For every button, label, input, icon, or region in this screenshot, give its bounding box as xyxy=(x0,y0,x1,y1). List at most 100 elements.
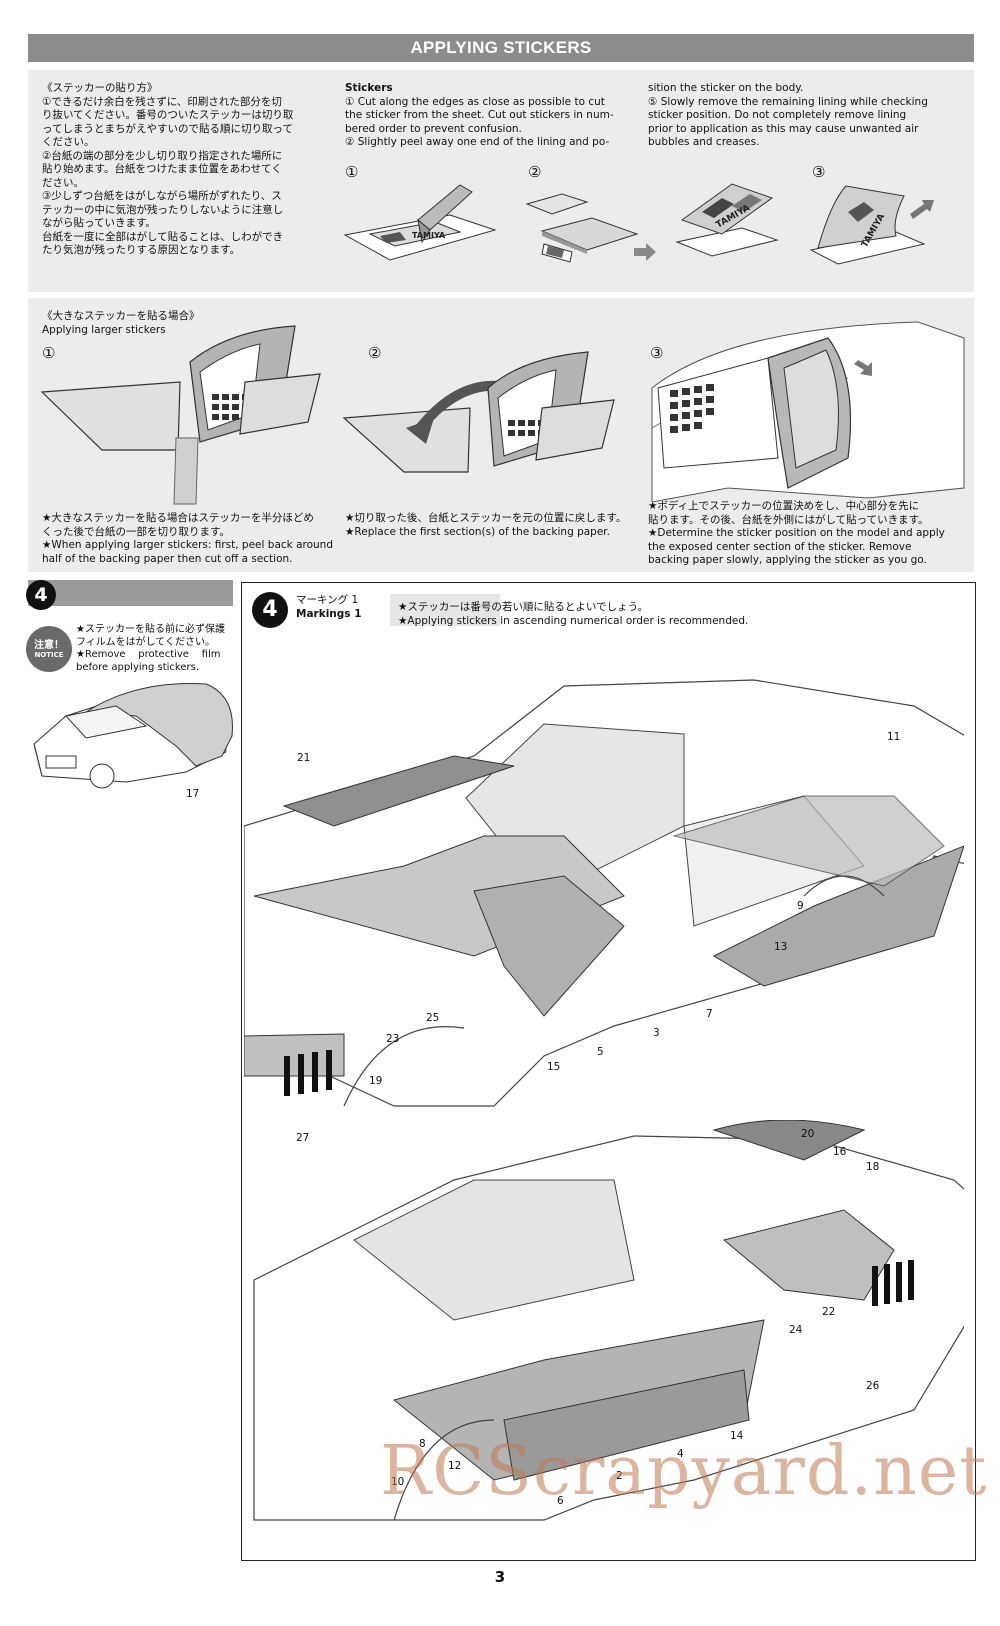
large-caption-jp: 貼ります。その後、台紙を外側にはがして貼っていきます。 xyxy=(648,513,929,526)
notice-en-line: before applying stickers. xyxy=(76,661,200,673)
callout-22: 22 xyxy=(822,1306,836,1318)
stickers-jp-line: ってしまうとまちがえやすいので貼る順に切り取って xyxy=(42,122,293,135)
large-step-1: ① xyxy=(42,344,56,362)
callout-12: 12 xyxy=(448,1460,462,1472)
callout-21: 21 xyxy=(297,752,311,764)
markings-badge: 4 xyxy=(252,592,288,628)
stickers-en-line: bubbles and creases. xyxy=(648,136,760,148)
step4-left-bar xyxy=(28,580,233,606)
stickers-jp-line: ③少しずつ台紙をはがしながら場所がずれたり、ス xyxy=(42,190,282,202)
callout-3: 3 xyxy=(653,1027,660,1039)
large-step-3: ③ xyxy=(650,344,664,362)
markings-jp-note: ★ステッカーは番号の若い順に貼るとよいでしょう。 xyxy=(398,601,648,613)
large-stickers-en-heading: Applying larger stickers xyxy=(42,323,166,336)
markings-note: ★ステッカーは番号の若い順に貼るとよいでしょう。 ★Applying stick… xyxy=(398,601,958,628)
large-stickers-heading: 《大きなステッカーを貼る場合》 Applying larger stickers xyxy=(42,310,342,337)
sticker-apply-illustration: TAMIYA xyxy=(675,183,779,257)
stickers-en-col2: sition the sticker on the body. ⑤ Slowly… xyxy=(648,82,968,150)
notice-badge: 注意！ NOTICE xyxy=(26,626,72,672)
callout-4: 4 xyxy=(677,1448,684,1460)
watermark: RCScrapyard.net xyxy=(380,1432,988,1511)
sticker-cut-illustration: TAMIYA xyxy=(343,184,497,261)
callout-13: 13 xyxy=(774,941,788,953)
car-top-illustration xyxy=(244,679,964,1107)
stickers-jp-line: ②台紙の端の部分を少し切り取り指定された場所に xyxy=(42,149,283,162)
stickers-en-line: bered order to prevent confusion. xyxy=(345,122,522,135)
markings-en-title: Markings 1 xyxy=(296,607,362,620)
stickers-jp-line: 貼り始めます。台紙をつけたまま位置をあわせてく xyxy=(42,163,282,175)
callout-23: 23 xyxy=(386,1033,400,1045)
stickers-jp-line: 台紙を一度に全部はがして貼ることは、しわができ xyxy=(42,230,284,243)
callout-10: 10 xyxy=(391,1476,405,1488)
callout-17: 17 xyxy=(186,788,200,800)
callout-9: 9 xyxy=(797,900,804,912)
stickers-jp-line: ①できるだけ余白を残さずに、印刷された部分を切 xyxy=(42,95,282,108)
markings-en-note: ★Applying stickers in ascending numerica… xyxy=(398,614,749,627)
markings-title: マーキング 1 Markings 1 xyxy=(296,594,362,621)
stickers-en-col1: Stickers ① Cut along the edges as close … xyxy=(345,82,645,150)
step4-left-number: 4 xyxy=(34,584,48,606)
callout-2: 2 xyxy=(616,1470,623,1482)
large-caption-en: half of the backing paper then cut off a… xyxy=(42,552,293,565)
callout-19: 19 xyxy=(369,1075,383,1087)
stickers-en-line: ② Slightly peel away one end of the lini… xyxy=(345,136,610,148)
stickers-panel xyxy=(28,70,974,292)
sticker-step-1: ① xyxy=(345,163,359,181)
car-bottom-illustration xyxy=(253,1120,964,1521)
notice-jp-line: ★ステッカーを貼る前に必ず保護 xyxy=(76,624,225,635)
large-caption-en: ★When applying larger stickers: first, p… xyxy=(42,539,333,551)
notice-en: NOTICE xyxy=(34,651,64,659)
callout-27: 27 xyxy=(296,1132,310,1144)
callout-11: 11 xyxy=(887,731,901,743)
callout-25: 25 xyxy=(426,1012,440,1024)
callout-20: 20 xyxy=(801,1128,815,1140)
large-caption-en: the exposed center section of the sticke… xyxy=(648,540,912,553)
callout-5: 5 xyxy=(597,1046,604,1058)
large-caption-jp: くった後で台紙の一部を切り取ります。 xyxy=(42,525,230,538)
large-caption-jp: ★切り取った後、台紙とステッカーを元の位置に戻します。 xyxy=(345,512,627,524)
step4-left-badge: 4 xyxy=(26,580,56,610)
callout-7: 7 xyxy=(706,1008,713,1020)
large-caption-3: ★ボディ上でステッカーの位置決めをし、中心部分を先に 貼ります。その後、台紙を外… xyxy=(648,500,970,568)
large-caption-en: ★Determine the sticker position on the m… xyxy=(648,527,945,539)
stickers-jp-line: ながら貼っていきます。 xyxy=(42,217,156,229)
sticker-step-2: ② xyxy=(528,163,542,181)
stickers-en-heading: Stickers xyxy=(345,82,393,94)
stickers-jp-line: たり気泡が残ったりする原因となります。 xyxy=(42,244,241,256)
large-caption-jp: ★大きなステッカーを貼る場合はステッカーを半分ほどめ xyxy=(42,512,314,524)
stickers-en-line: the sticker from the sheet. Cut out stic… xyxy=(345,109,614,121)
stickers-jp-text: 《ステッカーの貼り方》 ①できるだけ余白を残さずに、印刷された部分を切 り抜いて… xyxy=(42,82,334,258)
stickers-jp-line: テッカーの中に気泡が残ったりしないように注意し xyxy=(42,203,284,216)
large-sticker-replace-illustration xyxy=(342,351,615,473)
notice-jp-line: フィルムをはがしてください。 xyxy=(76,636,215,648)
stickers-jp-line: ださい。 xyxy=(42,176,84,189)
stickers-en-line: prior to application as this may cause u… xyxy=(648,122,919,135)
large-caption-1: ★大きなステッカーを貼る場合はステッカーを半分ほどめ くった後で台紙の一部を切り… xyxy=(42,512,333,566)
stickers-en-line: sition the sticker on the body. xyxy=(648,82,804,94)
page-number: 3 xyxy=(494,1568,506,1586)
car-with-film-illustration xyxy=(33,683,233,789)
large-sticker-cut-illustration xyxy=(40,325,321,505)
notice-jp: 注意！ xyxy=(34,640,64,651)
stickers-jp-heading: 《ステッカーの貼り方》 xyxy=(42,82,158,94)
callout-24: 24 xyxy=(789,1324,803,1336)
stickers-jp-line: り抜いてください。番号のついたステッカーは切り取 xyxy=(42,109,294,121)
sticker-peel-illustration xyxy=(525,193,656,263)
notice-text: ★ステッカーを貼る前に必ず保護 フィルムをはがしてください。 ★Remove p… xyxy=(76,624,236,674)
large-caption-en: backing paper slowly, applying the stick… xyxy=(648,554,927,566)
large-caption-jp: ★ボディ上でステッカーの位置決めをし、中心部分を先に xyxy=(648,500,920,512)
large-sticker-apply-illustration xyxy=(651,321,965,502)
stickers-en-line: ① Cut along the edges as close as possib… xyxy=(345,95,605,108)
callout-6: 6 xyxy=(557,1495,564,1507)
stickers-en-line: sticker position. Do not completely remo… xyxy=(648,109,907,121)
sticker-step-3: ③ xyxy=(812,163,826,181)
sticker-brand-text: TAMIYA xyxy=(412,231,446,240)
large-caption-en: ★Replace the first section(s) of the bac… xyxy=(345,525,610,538)
sticker-finish-illustration: TAMIYA xyxy=(809,185,934,265)
callout-18: 18 xyxy=(866,1161,880,1173)
callout-15: 15 xyxy=(547,1061,561,1073)
stickers-en-line: ⑤ Slowly remove the remaining lining whi… xyxy=(648,95,928,108)
stickers-jp-line: ください。 xyxy=(42,136,95,148)
large-caption-2: ★切り取った後、台紙とステッカーを元の位置に戻します。 ★Replace the… xyxy=(345,512,645,539)
callout-16: 16 xyxy=(833,1146,847,1158)
